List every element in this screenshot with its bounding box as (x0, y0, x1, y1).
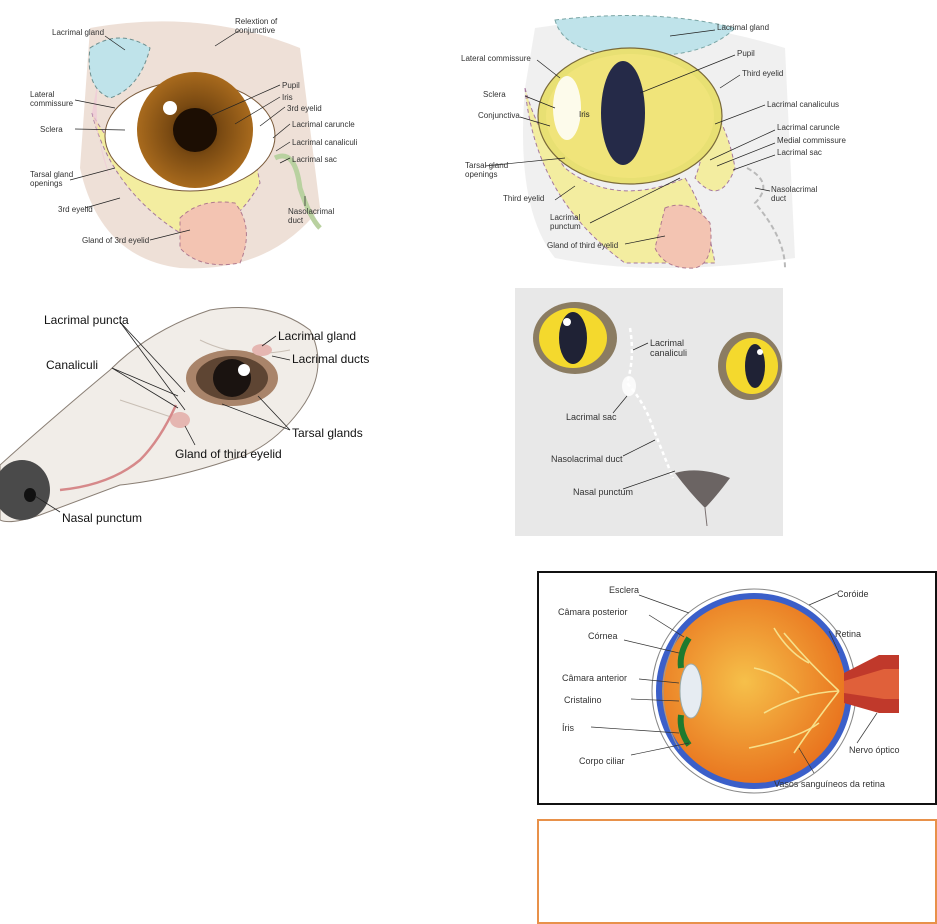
eyeball-label-cristalino: Cristalino (564, 695, 602, 705)
cat-label-lacrimal-gland: Lacrimal gland (717, 23, 769, 32)
dog-head-label-gland-third-eyelid: Gland of third eyelid (175, 448, 282, 461)
dog-label-lacrimal-caruncle: Lacrimal caruncle (292, 120, 355, 129)
cat-label-third-eyelid-top: Third eyelid (742, 69, 783, 78)
dog-head-label-canaliculi: Canaliculi (46, 359, 98, 372)
cat-label-lacrimal-sac: Lacrimal sac (777, 148, 822, 157)
eyeball-label-camara-posterior: Câmara posterior (558, 607, 628, 617)
cat-label-pupil: Pupil (737, 49, 755, 58)
dog-head-label-nasal-punctum: Nasal punctum (62, 512, 142, 525)
eyeball-label-coroide: Coróide (837, 589, 869, 599)
empty-text-box (537, 819, 937, 924)
eyeball-label-camara-anterior: Câmara anterior (562, 673, 627, 683)
eyeball-diagram: Esclera Câmara posterior Córnea Câmara a… (537, 571, 937, 805)
eyeball-label-iris: Íris (562, 723, 574, 733)
dog-label-lacrimal-gland: Lacrimal gland (52, 28, 104, 37)
cat-label-third-eyelid-bottom: Third eyelid (503, 194, 544, 203)
dog-label-third-eyelid-bottom: 3rd eyelid (58, 205, 93, 214)
dog-label-pupil: Pupil (282, 81, 300, 90)
cat-label-lateral-commissure: Lateral commissure (461, 54, 531, 63)
eyeball-label-nervo-optico: Nervo óptico (849, 745, 900, 755)
dog-label-iris: Iris (282, 93, 293, 102)
cat-face-label-nasal-punctum: Nasal punctum (573, 487, 633, 497)
cat-label-gland-third-eyelid: Gland of third eyelid (547, 241, 618, 250)
cat-face-diagram: Lacrimal canaliculi Lacrimal sac Nasolac… (515, 288, 783, 536)
dog-head-label-lacrimal-ducts: Lacrimal ducts (292, 353, 369, 366)
dog-label-lateral-commissure: Lateral commissure (30, 90, 73, 108)
dog-head-label-tarsal-glands: Tarsal glands (292, 427, 363, 440)
eyeball-label-corpo-ciliar: Corpo ciliar (579, 756, 625, 766)
dog-head-diagram: Lacrimal puncta Lacrimal gland Canalicul… (0, 300, 380, 540)
eyeball-label-esclera: Esclera (609, 585, 639, 595)
cat-label-conjunctiva: Conjunctiva (478, 111, 520, 120)
eyeball-label-retina: Retina (835, 629, 861, 639)
cat-label-tarsal-gland: Tarsal gland openings (465, 161, 508, 179)
dog-head-label-lacrimal-gland: Lacrimal gland (278, 330, 356, 343)
cat-label-lacrimal-punctum: Lacrimal punctum (550, 213, 581, 231)
cat-face-label-lacrimal-sac: Lacrimal sac (566, 412, 617, 422)
dog-label-relaxation: Relextion of conjunctive (235, 17, 277, 35)
cat-label-iris: Iris (579, 110, 590, 119)
cat-label-lacrimal-canaliculus: Lacrimal canaliculus (767, 100, 839, 109)
dog-label-nasolacrimal: Nasolacrimal duct (288, 207, 334, 225)
cat-label-nasolacrimal: Nasolacrimal duct (771, 185, 817, 203)
cat-face-label-lacrimal-canaliculi: Lacrimal canaliculi (650, 338, 687, 358)
dog-label-lacrimal-sac: Lacrimal sac (292, 155, 337, 164)
cat-face-illustration (515, 288, 783, 536)
eyeball-label-vasos: Vasos sanguíneos da retina (774, 779, 885, 789)
cat-label-sclera: Sclera (483, 90, 506, 99)
cat-face-label-nasolacrimal: Nasolacrimal duct (551, 454, 623, 464)
cat-label-medial-commissure: Medial commissure (777, 136, 846, 145)
dog-label-third-eyelid-top: 3rd eyelid (287, 104, 322, 113)
dog-label-sclera: Sclera (40, 125, 63, 134)
dog-label-lacrimal-canaliculi: Lacrimal canaliculi (292, 138, 357, 147)
cat-label-lacrimal-caruncle: Lacrimal caruncle (777, 123, 840, 132)
dog-eye-diagram: Lacrimal gland Relextion of conjunctive … (30, 8, 360, 273)
eyeball-label-cornea: Córnea (588, 631, 618, 641)
cat-eye-diagram: Lacrimal gland Lateral commissure Pupil … (455, 8, 895, 273)
dog-label-tarsal-gland: Tarsal gland openings (30, 170, 73, 188)
dog-label-gland-third-eyelid: Gland of 3rd eyelid (82, 236, 149, 245)
dog-head-label-lacrimal-puncta: Lacrimal puncta (44, 314, 129, 327)
